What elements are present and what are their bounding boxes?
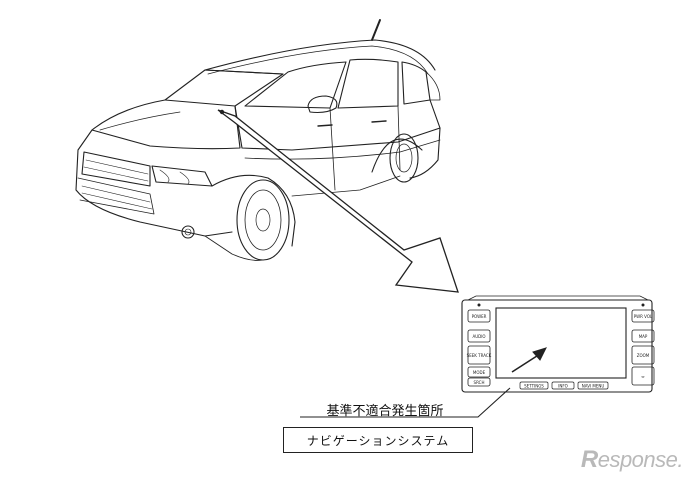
- navi-left-btn-2: [467, 329, 491, 343]
- navi-label-seek: SEEK TRACK: [467, 353, 492, 358]
- pointer-origin-dot: [219, 109, 225, 115]
- navi-left-btn-1: [467, 309, 491, 323]
- navi-label-settings: SETTINGS: [524, 384, 544, 389]
- defect-location-label: 基準不適合発生箇所: [326, 404, 444, 419]
- leader-line: [300, 387, 511, 418]
- navi-right-btn-3: [631, 345, 655, 365]
- navi-label-info: INFO: [558, 384, 568, 389]
- screen-arrow: [511, 347, 547, 373]
- navi-label-mode: MODE: [473, 370, 486, 375]
- navi-label-map: MAP: [639, 334, 648, 339]
- watermark-rest: esponse.: [597, 447, 684, 472]
- navi-label-power: POWER: [472, 314, 487, 319]
- component-name-label: ナビゲーションシステム: [306, 433, 450, 448]
- navi-label-pwr-vol: PWR VOL: [634, 314, 653, 319]
- navi-label-audio: AUDIO: [472, 334, 485, 339]
- navi-label-srch: SRCH: [474, 380, 485, 385]
- navi-label-navi-menu: NAVI MENU: [582, 384, 605, 389]
- navi-right-btn-1: [631, 309, 655, 323]
- pointer-arrow: [217, 109, 459, 293]
- watermark-r: R: [580, 446, 598, 473]
- navi-bottom-btn-2: [551, 381, 575, 390]
- navi-label-swap: ⇔: [641, 374, 645, 379]
- navi-left-btn-5: [467, 377, 491, 387]
- car-illustration: [75, 19, 441, 261]
- navi-right-btn-2: [631, 329, 655, 343]
- navi-bottom-btn-1: [519, 381, 549, 390]
- navigation-unit: [461, 295, 655, 393]
- navi-left-btn-4: [467, 366, 491, 378]
- component-name-box: ナビゲーションシステム: [283, 427, 473, 453]
- navi-screen: [495, 307, 627, 379]
- navi-left-btn-3: [467, 345, 491, 365]
- response-watermark: Response.: [580, 446, 684, 474]
- navi-button-labels: POWER AUDIO SEEK TRACK MODE SRCH PWR VOL…: [467, 314, 653, 389]
- navi-bottom-btn-3: [577, 381, 609, 390]
- navi-label-zoom: ZOOM: [637, 353, 650, 358]
- navi-right-btn-4: [631, 366, 655, 386]
